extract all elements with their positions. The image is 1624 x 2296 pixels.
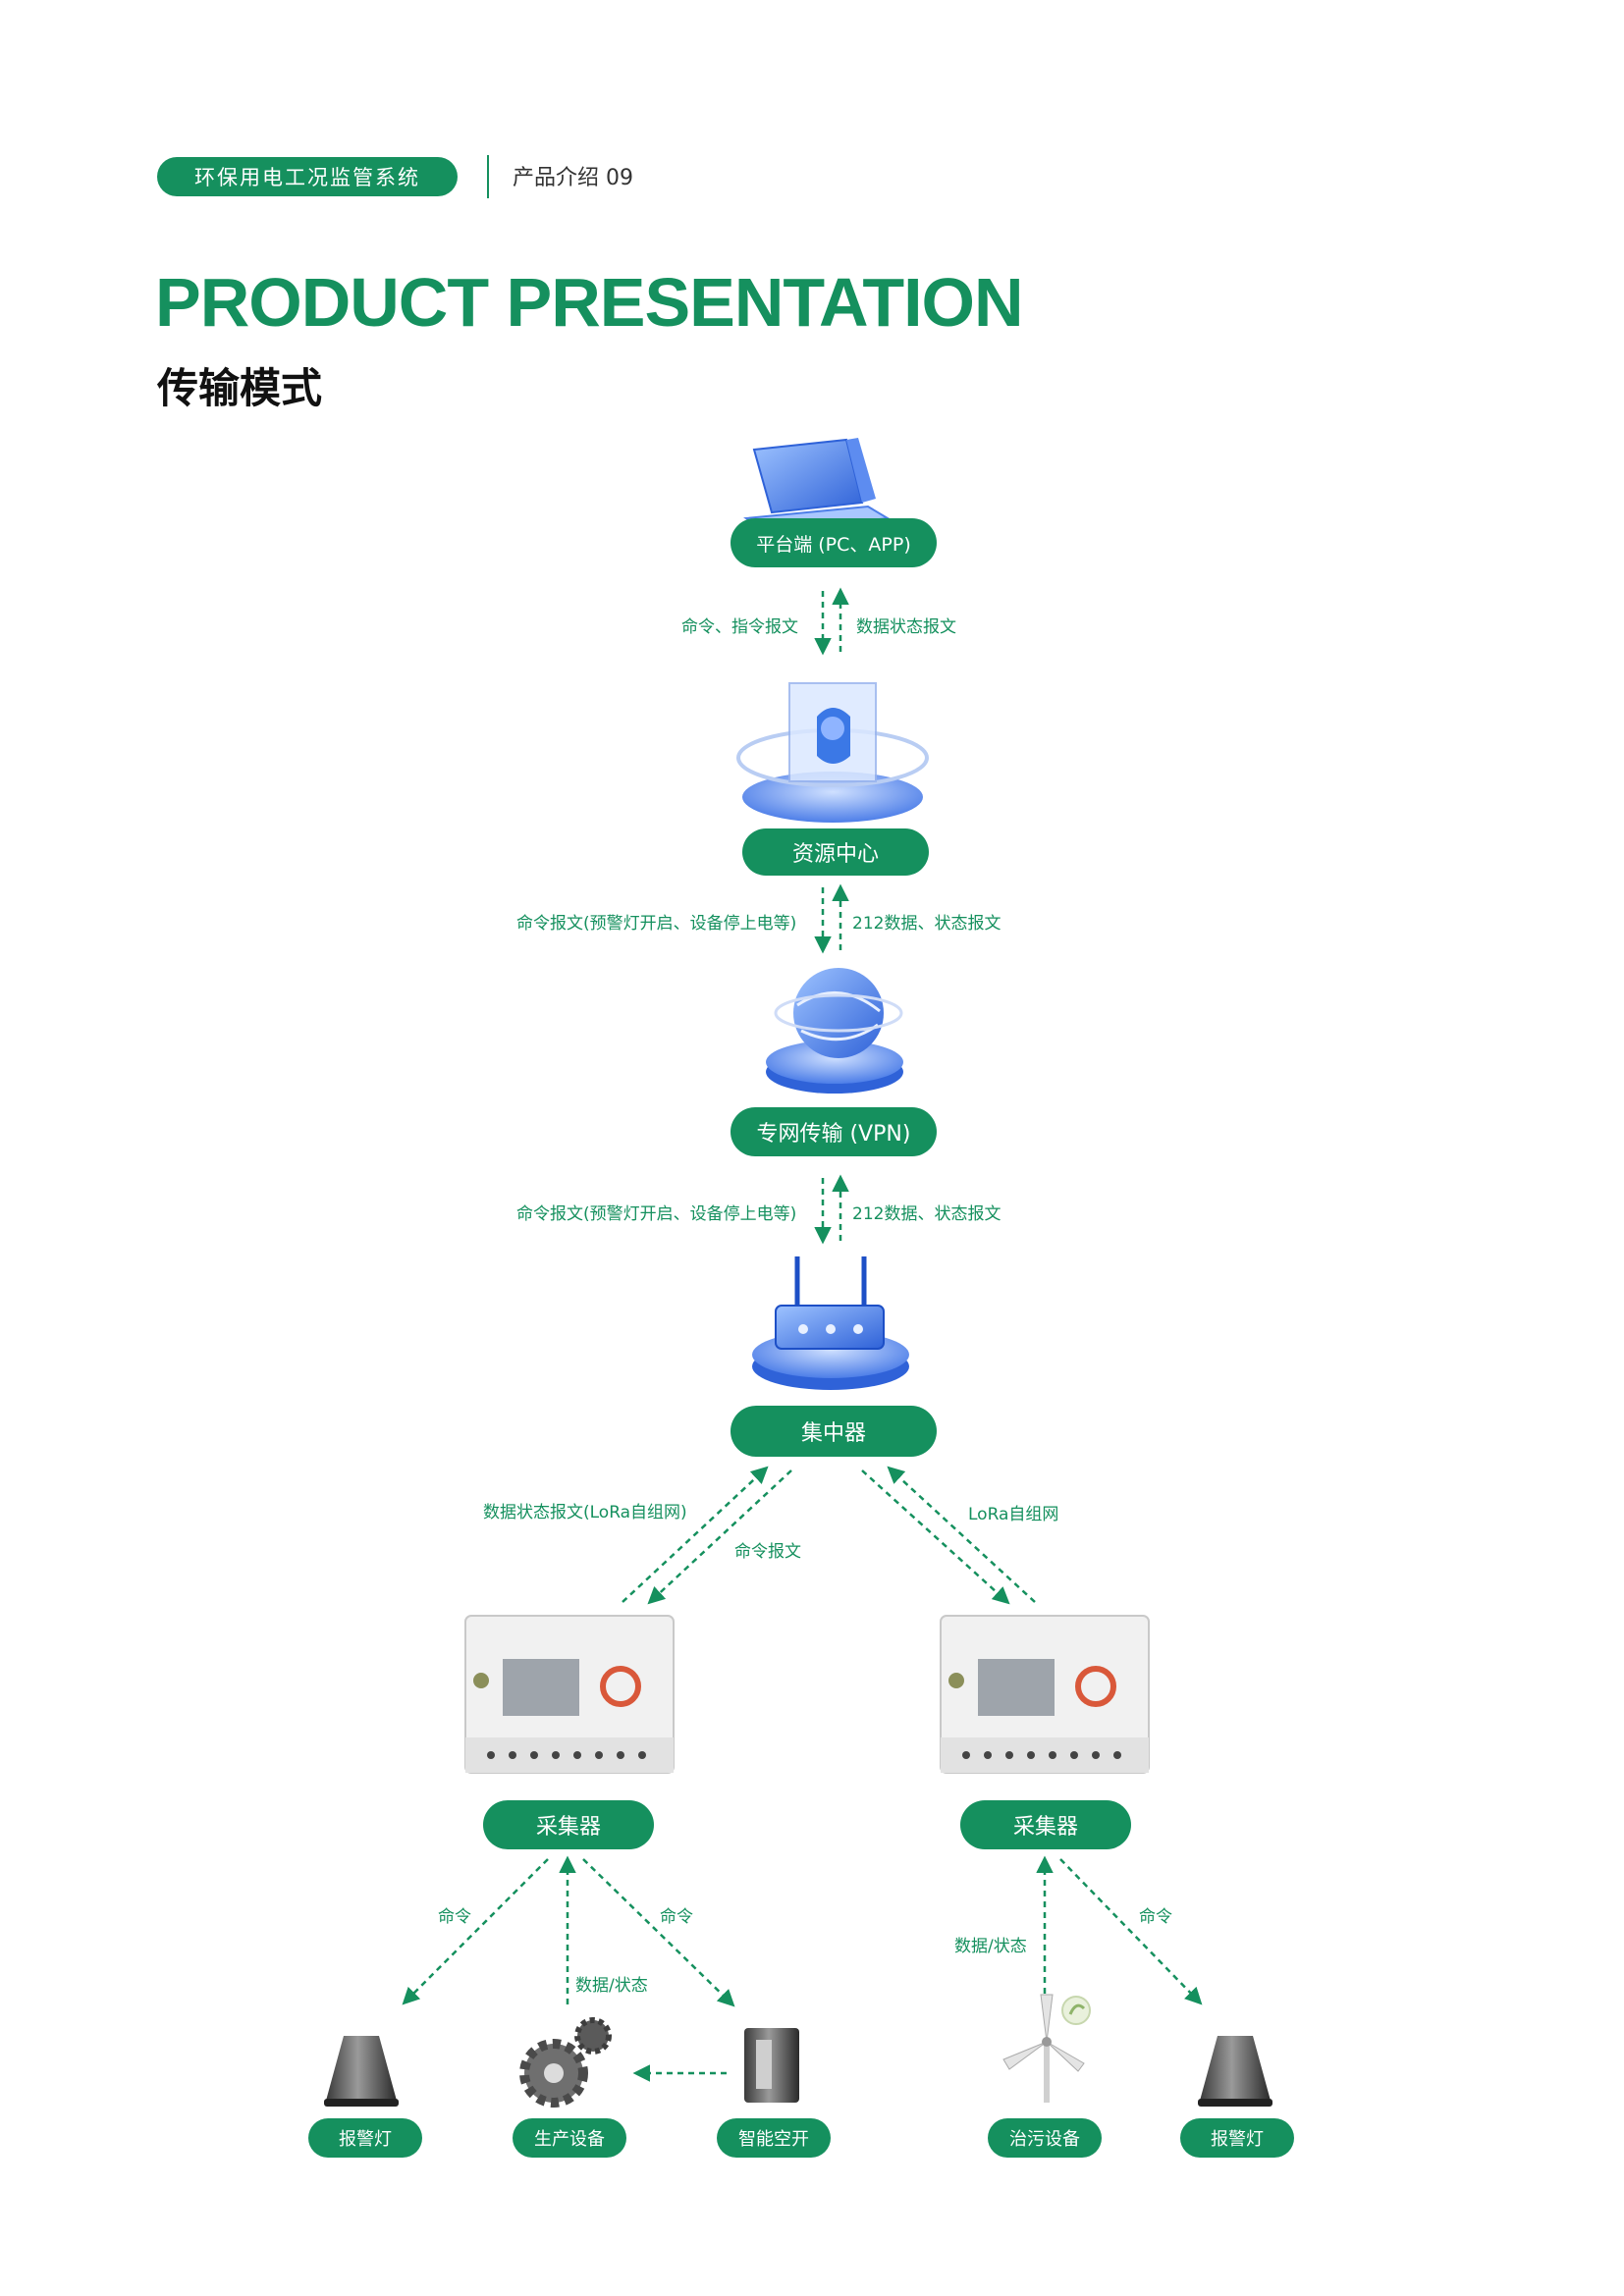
globe-icon [766, 968, 903, 1094]
smart-breaker-node: 智能空开 [717, 2118, 831, 2158]
edge-label-left-up: 数据状态报文(LoRa自组网) [483, 1503, 687, 1522]
arrow-right-up [887, 1466, 1036, 1603]
edge-label-resource-up: 212数据、状态报文 [852, 914, 1001, 934]
collector-device-right-icon [940, 1615, 1150, 1774]
smart-breaker-icon [744, 2028, 799, 2103]
edge-label-vpn-down: 命令报文(预警灯开启、设备停上电等) [516, 1204, 797, 1224]
arrow-cmd-alarm-right [1059, 1858, 1203, 2005]
alarm-right-node: 报警灯 [1180, 2118, 1294, 2158]
edge-label-cmd-breaker: 命令 [660, 1907, 693, 1927]
edge-label-resource-down: 命令报文(预警灯开启、设备停上电等) [516, 914, 797, 934]
router-icon [752, 1256, 909, 1390]
page-title-en: PRODUCT PRESENTATION [155, 264, 1024, 341]
arrow-left-down [647, 1469, 792, 1605]
section-label: 产品介绍 09 [513, 166, 633, 190]
system-name-badge: 环保用电工况监管系统 [157, 157, 458, 196]
edge-label-right-link: LoRa自组网 [968, 1505, 1059, 1524]
collector-right-node: 采集器 [960, 1800, 1131, 1849]
gear-icon [519, 2017, 612, 2108]
resource-center-node: 资源中心 [742, 828, 929, 876]
resource-center-icon [736, 682, 929, 823]
vpn-node: 专网传输 (VPN) [731, 1107, 937, 1156]
header-divider [487, 155, 489, 198]
alarm-light-right-icon [1198, 2036, 1272, 2107]
concentrator-node: 集中器 [731, 1406, 937, 1457]
production-node: 生产设备 [513, 2118, 626, 2158]
edge-label-platform-up: 数据状态报文 [856, 617, 956, 637]
edge-label-left-down: 命令报文 [734, 1542, 801, 1562]
arrow-cmd-breaker [582, 1858, 735, 2007]
alarm-left-node: 报警灯 [308, 2118, 422, 2158]
arrow-cmd-alarm-left [402, 1858, 549, 2005]
arrow-right-down [861, 1469, 1010, 1605]
page-title-cn: 传输模式 [157, 364, 323, 412]
collector-left-node: 采集器 [483, 1800, 654, 1849]
wind-turbine-icon [1002, 1994, 1091, 2103]
alarm-light-left-icon [324, 2036, 399, 2107]
collector-device-left-icon [464, 1615, 675, 1774]
pollution-control-node: 治污设备 [988, 2118, 1102, 2158]
edge-label-cmd-alarm-left: 命令 [438, 1907, 471, 1927]
edge-label-cmd-alarm-right: 命令 [1139, 1907, 1172, 1927]
edge-label-vpn-up: 212数据、状态报文 [852, 1204, 1001, 1224]
arrow-left-up [622, 1466, 769, 1603]
edge-label-data-status: 数据/状态 [575, 1976, 648, 1996]
edge-label-platform-down: 命令、指令报文 [681, 617, 798, 637]
edge-label-data-status-right: 数据/状态 [954, 1937, 1027, 1956]
platform-node: 平台端 (PC、APP) [731, 518, 937, 567]
